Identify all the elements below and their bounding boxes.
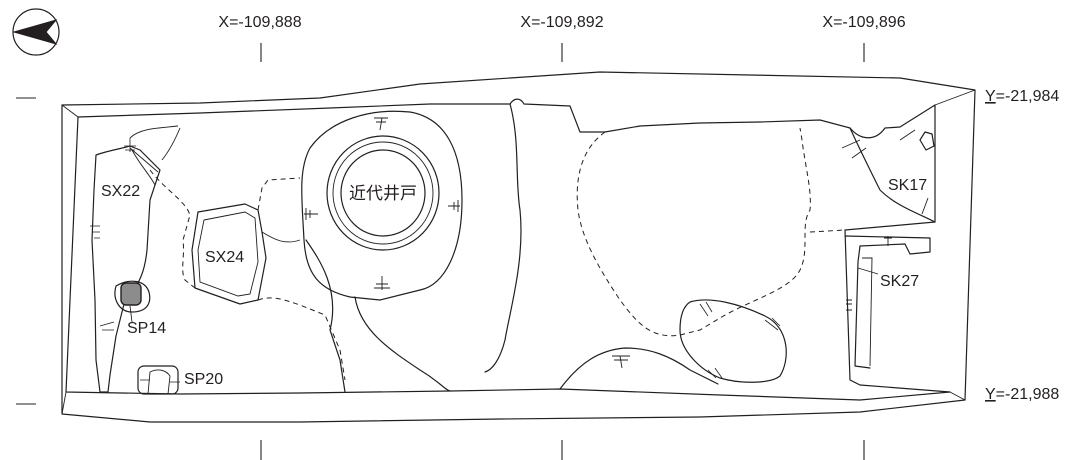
grid-y-label-1: Y=-21,984 [985, 88, 1059, 105]
feature-oval-pit [679, 299, 787, 383]
label-sx24: SX24 [205, 249, 244, 266]
grid-x-label-1: X=-109,888 [218, 14, 301, 31]
north-arrow-icon [12, 8, 60, 56]
dashed-boundaries [149, 127, 846, 381]
grid-x-labels: X=-109,888 X=-109,892 X=-109,896 [218, 14, 905, 31]
feature-sx24: SX24 [191, 203, 267, 305]
feature-modern-well: 近代井戸 [301, 110, 463, 301]
sp14-fill [120, 282, 142, 306]
label-modern-well: 近代井戸 [349, 184, 417, 204]
feature-sp20: SP20 [137, 365, 223, 395]
grid-x-label-2: X=-109,892 [520, 14, 603, 31]
grid-y-labels: Y=-21,984 Y=-21,988 [985, 88, 1059, 403]
grid-x-label-3: X=-109,896 [822, 14, 905, 31]
trench-boundary [61, 71, 976, 423]
label-sp14: SP14 [127, 320, 166, 337]
feature-shallow-pit [559, 347, 719, 390]
feature-sx22: SX22 [90, 125, 181, 393]
feature-sk17: SK17 [841, 127, 936, 223]
feature-sk27: SK27 [844, 235, 931, 369]
label-sx22: SX22 [101, 183, 140, 200]
cut-lines [261, 103, 522, 393]
label-sk17: SK17 [888, 177, 927, 194]
label-sk27: SK27 [880, 273, 919, 290]
feature-sp14: SP14 [114, 280, 166, 337]
label-sp20: SP20 [184, 371, 223, 388]
grid-y-label-2: Y=-21,988 [985, 386, 1059, 403]
grid-ticks [16, 43, 865, 460]
